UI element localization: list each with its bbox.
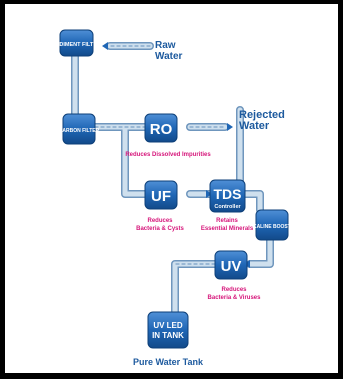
- uf-label: UF: [151, 188, 171, 205]
- uv-description-line1: Reduces: [221, 287, 247, 293]
- diagram-frame: SEDIMENT FILTER CARBON FILTER RO UF TDS …: [5, 4, 338, 373]
- arrow-icon: [227, 123, 233, 131]
- uv-unit: UV: [214, 250, 248, 280]
- sediment-filter-label: SEDIMENT FILTER: [52, 42, 101, 48]
- uv-led-label-line2: IN TANK: [152, 331, 184, 340]
- uv-led-tank: UV LED IN TANK: [147, 311, 189, 349]
- pure-water-tank-label: Pure Water Tank: [133, 357, 204, 367]
- tds-description-line1: Retains: [216, 218, 238, 224]
- uv-led-label-line1: UV LED: [153, 321, 183, 330]
- raw-water-label-line2: Water: [155, 51, 183, 62]
- ro-unit: RO: [144, 113, 178, 143]
- alkaline-booster: ALKALINE BOOSTER: [246, 209, 298, 241]
- uf-description-line1: Reduces: [147, 218, 173, 224]
- carbon-filter-label: CARBON FILTER: [59, 128, 100, 134]
- uv-label: UV: [221, 258, 242, 275]
- arrow-icon: [102, 42, 108, 50]
- tds-label: TDS: [214, 186, 242, 202]
- alkaline-booster-label: ALKALINE BOOSTER: [246, 224, 298, 230]
- tds-controller: TDS Controller: [209, 179, 246, 213]
- arrow-icon: [206, 190, 212, 198]
- rejected-water-label-line2: Water: [239, 120, 270, 132]
- ro-label: RO: [150, 121, 173, 138]
- sediment-filter: SEDIMENT FILTER: [52, 29, 101, 57]
- carbon-filter: CARBON FILTER: [59, 113, 100, 145]
- uv-description-line2: Bacteria & Viruses: [208, 295, 262, 301]
- raw-water-label-line1: Raw: [155, 40, 176, 51]
- tds-sub-label: Controller: [214, 204, 241, 210]
- water-purification-diagram: SEDIMENT FILTER CARBON FILTER RO UF TDS …: [52, 29, 298, 367]
- uf-description-line2: Bacteria & Cysts: [136, 226, 184, 232]
- rejected-water-label-line1: Rejected: [239, 109, 285, 121]
- tds-description-line2: Essential Minerals: [201, 226, 254, 232]
- ro-description: Reduces Dissolved Impurities: [125, 152, 211, 158]
- uf-unit: UF: [144, 180, 178, 210]
